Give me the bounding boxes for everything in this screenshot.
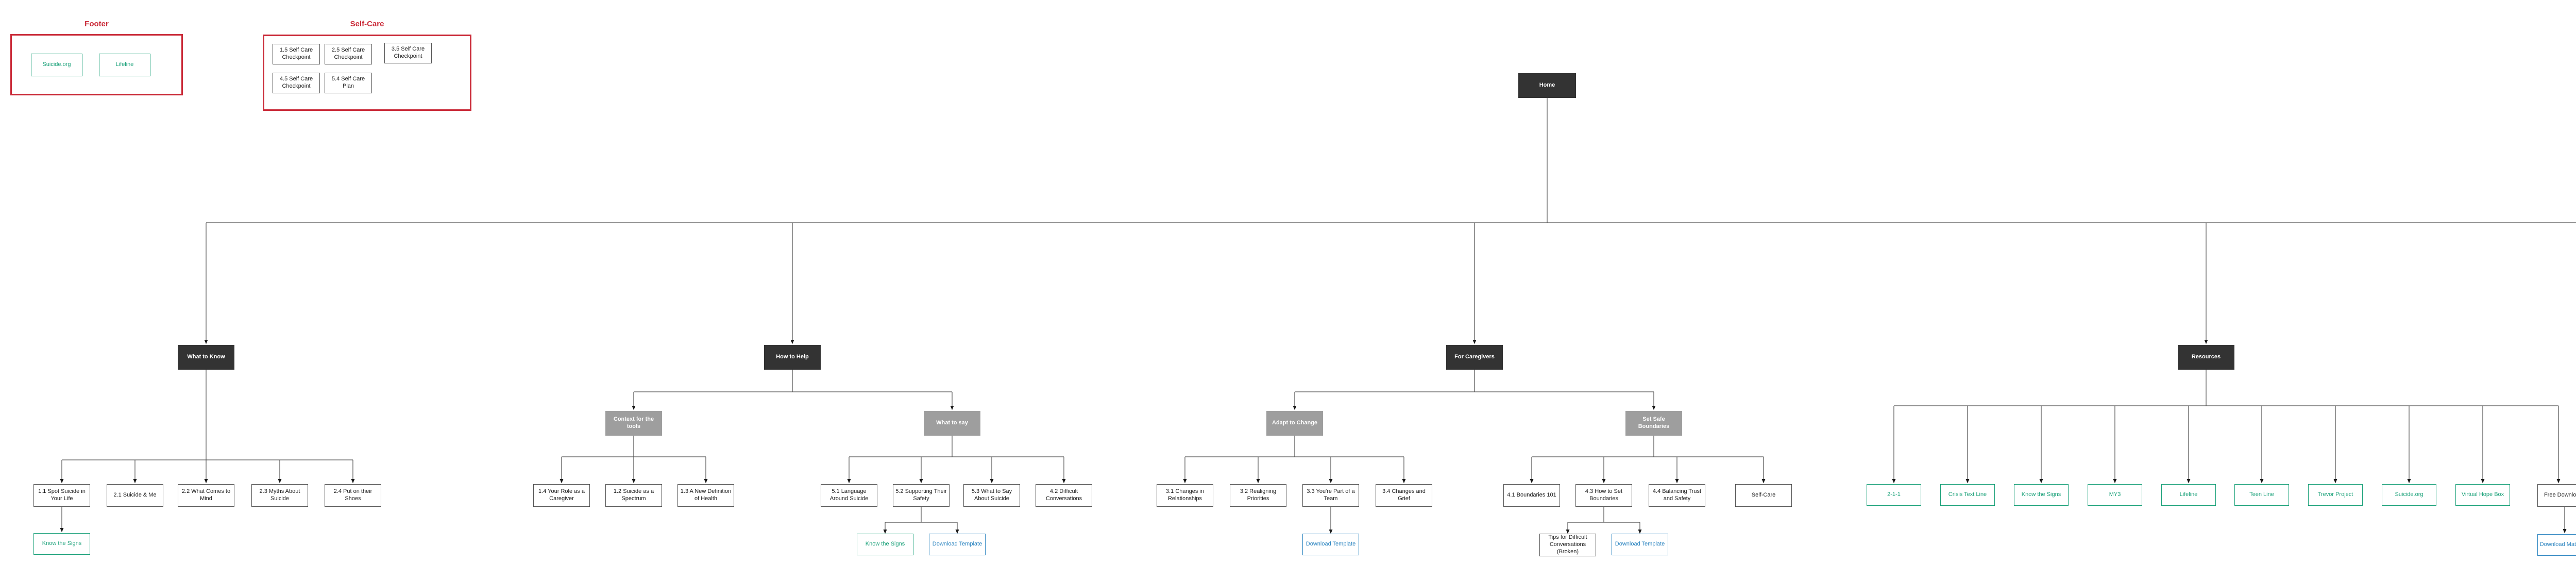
node-set-safe-boundaries[interactable]: Set Safe Boundaries xyxy=(1625,411,1682,436)
group-title-self-care: Self-Care xyxy=(350,20,384,28)
footer-link-suicide-org[interactable]: Suicide.org xyxy=(31,54,82,76)
node-resource-211[interactable]: 2-1-1 xyxy=(1867,484,1921,506)
node-5-1-language-around-suicide[interactable]: 5.1 Language Around Suicide xyxy=(821,484,877,507)
node-what-to-know[interactable]: What to Know xyxy=(178,345,234,370)
node-2-1-suicide-and-me[interactable]: 2.1 Suicide & Me xyxy=(107,484,163,507)
node-5-3-what-to-say-about-suicide[interactable]: 5.3 What to Say About Suicide xyxy=(963,484,1020,507)
node-3-2-realigning-priorities[interactable]: 3.2 Realigning Priorities xyxy=(1230,484,1286,507)
node-5-2-supporting-their-safety[interactable]: 5.2 Supporting Their Safety xyxy=(893,484,950,507)
node-resource-teen-line[interactable]: Teen Line xyxy=(2234,484,2289,506)
self-care-item-4-5[interactable]: 4.5 Self Care Checkpoint xyxy=(273,73,320,93)
node-4-3-how-to-set-boundaries[interactable]: 4.3 How to Set Boundaries xyxy=(1575,484,1632,507)
self-care-item-5-4[interactable]: 5.4 Self Care Plan xyxy=(325,73,372,93)
group-title-footer: Footer xyxy=(84,20,109,28)
node-2-4-put-on-their-shoes[interactable]: 2.4 Put on their Shoes xyxy=(325,484,381,507)
node-2-2-what-comes-to-mind[interactable]: 2.2 What Comes to Mind xyxy=(178,484,234,507)
node-home[interactable]: Home xyxy=(1518,73,1576,98)
node-tips-difficult-conversations-broken[interactable]: Tips for Difficult Conversations (Broken… xyxy=(1539,534,1596,556)
node-context-for-the-tools[interactable]: Context for the tools xyxy=(605,411,662,436)
node-1-4-your-role-caregiver[interactable]: 1.4 Your Role as a Caregiver xyxy=(533,484,590,507)
node-download-materials[interactable]: Download Materials xyxy=(2537,534,2576,556)
node-3-4-changes-and-grief[interactable]: 3.4 Changes and Grief xyxy=(1376,484,1432,507)
node-know-the-signs-wts[interactable]: Know the Signs xyxy=(857,534,913,555)
node-4-2-difficult-conversations[interactable]: 4.2 Difficult Conversations xyxy=(1036,484,1092,507)
node-4-4-balancing-trust-safety[interactable]: 4.4 Balancing Trust and Safety xyxy=(1649,484,1705,507)
node-download-template-atc[interactable]: Download Template xyxy=(1302,534,1359,555)
node-self-care-ssb[interactable]: Self-Care xyxy=(1735,484,1792,507)
node-4-1-boundaries-101[interactable]: 4.1 Boundaries 101 xyxy=(1503,484,1560,507)
node-download-template-wts[interactable]: Download Template xyxy=(929,534,986,555)
footer-link-lifeline[interactable]: Lifeline xyxy=(99,54,150,76)
node-3-3-youre-part-of-a-team[interactable]: 3.3 You're Part of a Team xyxy=(1302,484,1359,507)
node-2-3-myths-about-suicide[interactable]: 2.3 Myths About Suicide xyxy=(251,484,308,507)
node-for-caregivers[interactable]: For Caregivers xyxy=(1446,345,1503,370)
node-how-to-help[interactable]: How to Help xyxy=(764,345,821,370)
node-resource-suicide-org[interactable]: Suicide.org xyxy=(2382,484,2436,506)
node-resource-know-the-signs[interactable]: Know the Signs xyxy=(2014,484,2069,506)
node-adapt-to-change[interactable]: Adapt to Change xyxy=(1266,411,1323,436)
node-1-2-suicide-spectrum[interactable]: 1.2 Suicide as a Spectrum xyxy=(605,484,662,507)
node-3-1-changes-in-relationships[interactable]: 3.1 Changes in Relationships xyxy=(1157,484,1213,507)
node-resources[interactable]: Resources xyxy=(2178,345,2234,370)
node-1-3-new-definition-health[interactable]: 1.3 A New Definition of Health xyxy=(677,484,734,507)
node-free-downloads[interactable]: Free Downloads xyxy=(2537,484,2576,507)
node-resource-my3[interactable]: MY3 xyxy=(2088,484,2142,506)
node-resource-virtual-hope-box[interactable]: Virtual Hope Box xyxy=(2455,484,2510,506)
node-know-the-signs-wtk[interactable]: Know the Signs xyxy=(33,533,90,555)
node-resource-trevor-project[interactable]: Trevor Project xyxy=(2308,484,2363,506)
node-1-1-spot-suicide[interactable]: 1.1 Spot Suicide in Your Life xyxy=(33,484,90,507)
self-care-item-1-5[interactable]: 1.5 Self Care Checkpoint xyxy=(273,44,320,64)
node-what-to-say[interactable]: What to say xyxy=(924,411,980,436)
self-care-item-3-5[interactable]: 3.5 Self Care Checkpoint xyxy=(384,43,432,63)
self-care-item-2-5[interactable]: 2.5 Self Care Checkpoint xyxy=(325,44,372,64)
node-resource-lifeline[interactable]: Lifeline xyxy=(2161,484,2216,506)
node-resource-crisis-text-line[interactable]: Crisis Text Line xyxy=(1940,484,1995,506)
node-download-template-ssb[interactable]: Download Template xyxy=(1612,534,1668,555)
